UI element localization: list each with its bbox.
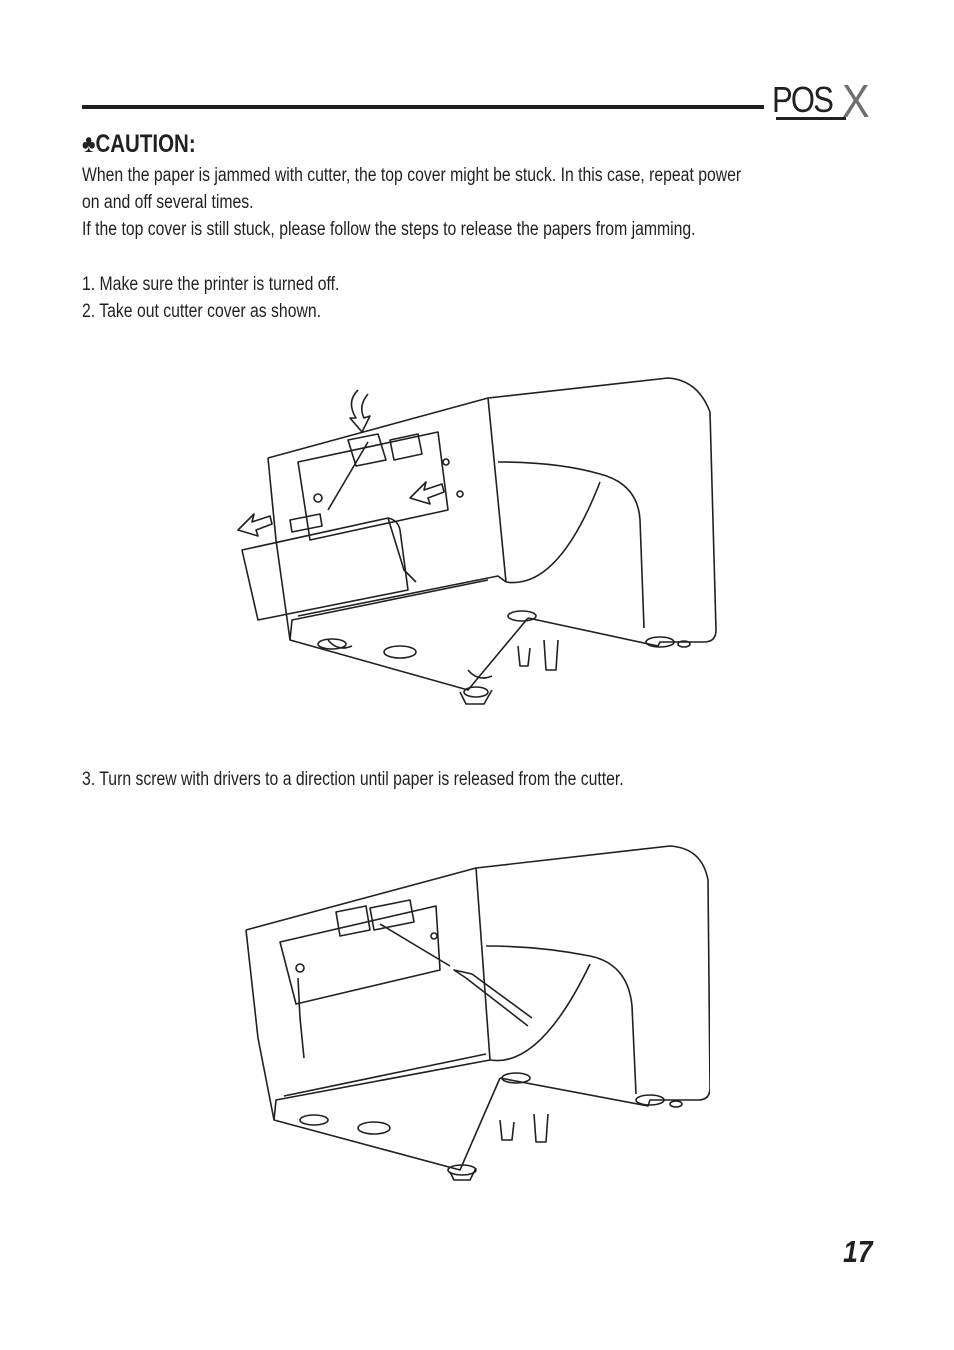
step-3: 3. Turn screw with drivers to a directio… <box>82 769 624 790</box>
caution-title: CAUTION: <box>95 130 196 158</box>
printer-cutter-cover-illustration <box>237 377 717 705</box>
logo-main-text: POS <box>772 79 834 120</box>
club-icon: ♣ <box>82 130 96 158</box>
page-number: 17 <box>842 1234 872 1269</box>
header-rule <box>82 105 764 109</box>
logo-underline <box>776 117 846 120</box>
logo-accent-text: X <box>842 75 870 127</box>
step-1: 1. Make sure the printer is turned off. <box>82 274 340 295</box>
caution-line-1: When the paper is jammed with cutter, th… <box>82 165 742 186</box>
step-2: 2. Take out cutter cover as shown. <box>82 301 322 322</box>
printer-screwdriver-illustration <box>245 845 710 1181</box>
caution-line-3: If the top cover is still stuck, please … <box>82 219 696 240</box>
caution-heading: ♣CAUTION: <box>82 130 196 159</box>
posx-logo: POS X <box>772 78 876 124</box>
caution-line-2: on and off several times. <box>82 192 254 213</box>
